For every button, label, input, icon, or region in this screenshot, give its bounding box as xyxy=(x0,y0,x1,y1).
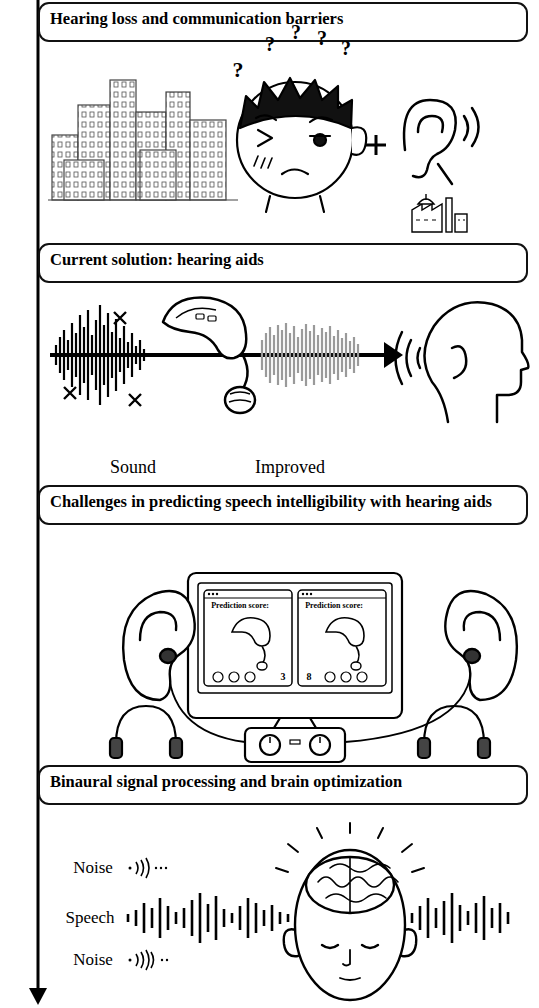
heading-text: Binaural signal processing and brain opt… xyxy=(50,772,516,791)
question-mark: ? xyxy=(341,38,351,59)
brain-head xyxy=(276,823,424,1000)
score-number: 3 xyxy=(281,672,286,683)
heading-text: Hearing loss and communication barriers xyxy=(50,9,516,28)
question-mark: ? xyxy=(265,34,275,55)
question-mark: ? xyxy=(291,22,301,43)
raw-waveform xyxy=(56,305,144,405)
hearing-aid xyxy=(163,298,255,414)
factory-icon xyxy=(412,194,467,232)
improved-waveform xyxy=(262,323,358,387)
speech-waveform xyxy=(412,893,508,943)
listener-head xyxy=(396,302,529,422)
heading-box: Current solution: hearing aids xyxy=(38,243,528,283)
confused-face xyxy=(237,78,366,212)
monitor xyxy=(188,573,402,728)
signal-caption: Improved xyxy=(255,458,325,477)
score-number: 8 xyxy=(307,672,312,683)
city-skyline xyxy=(48,80,238,200)
screen-text: Prediction score: xyxy=(305,602,363,610)
question-mark: ? xyxy=(233,58,244,81)
screen-text: Prediction score: xyxy=(211,602,269,610)
ear-icon xyxy=(404,100,478,184)
speech-waveform xyxy=(128,893,288,943)
heading-text: Challenges in predicting speech intellig… xyxy=(50,492,516,511)
test-ear xyxy=(445,591,517,700)
audio-device xyxy=(168,662,472,762)
heading-box: Challenges in predicting speech intellig… xyxy=(38,485,528,525)
heading-box: Hearing loss and communication barriers xyxy=(38,2,528,42)
signal-label: Noise xyxy=(73,951,113,969)
signal-label: Noise xyxy=(73,859,113,877)
headphones xyxy=(110,706,490,758)
heading-box: Binaural signal processing and brain opt… xyxy=(38,765,528,805)
noise-dots xyxy=(129,867,169,962)
signal-label: Speech xyxy=(65,909,114,927)
plus-sign xyxy=(366,135,386,155)
signal-caption: Sound xyxy=(110,458,156,477)
heading-text: Current solution: hearing aids xyxy=(50,250,516,269)
distortion-cross xyxy=(64,312,141,406)
question-mark: ? xyxy=(317,28,327,49)
test-ear xyxy=(123,591,195,700)
